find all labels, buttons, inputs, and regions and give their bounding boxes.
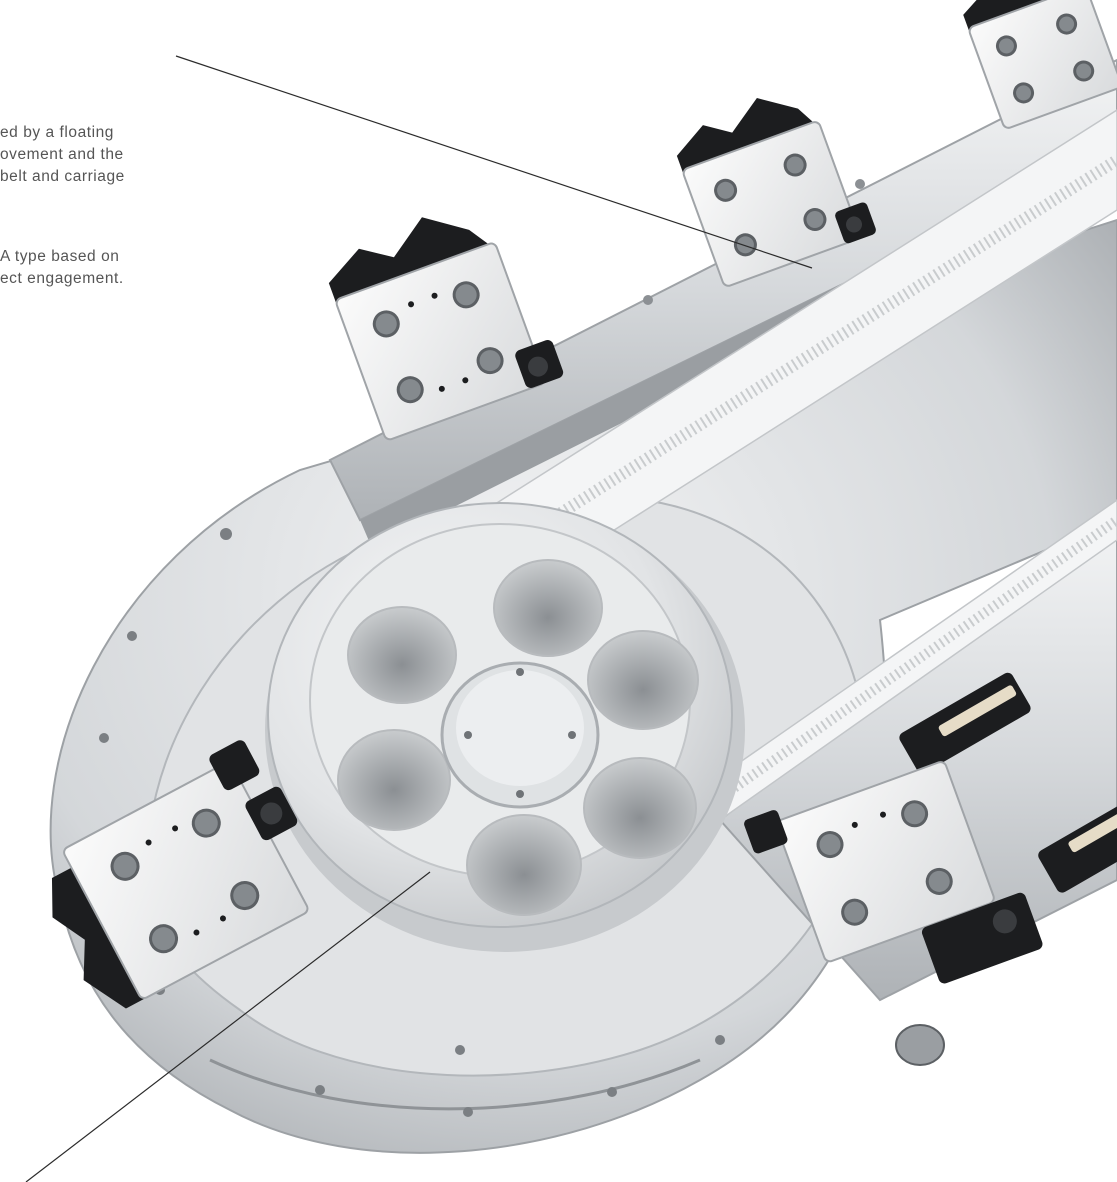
upper-rail (328, 58, 1117, 592)
knob (895, 1024, 945, 1066)
carriage-upper-right (963, 0, 1117, 129)
pulley-wheel (265, 502, 745, 952)
carriage-lower (744, 761, 1043, 984)
leader-line-bottom (25, 871, 431, 1182)
carriage-upper-left (328, 217, 564, 441)
lower-rail (698, 499, 1117, 1002)
carriage-upper-middle (676, 98, 876, 287)
callout-line: ect engagement. (0, 270, 124, 287)
callout-paragraph-2: A type based on ect engagement. (0, 224, 160, 290)
callout-line: belt and carriage (0, 168, 125, 185)
leader-line-top (175, 55, 813, 269)
callout-line: ed by a floating (0, 124, 114, 141)
callout-line: A type based on (0, 248, 120, 265)
callout-line: ovement and the (0, 146, 124, 163)
callout-text-top: ed by a floating ovement and the belt an… (0, 78, 160, 326)
callout-paragraph-1: ed by a floating ovement and the belt an… (0, 100, 160, 188)
carriage-curve-left (51, 740, 309, 1009)
